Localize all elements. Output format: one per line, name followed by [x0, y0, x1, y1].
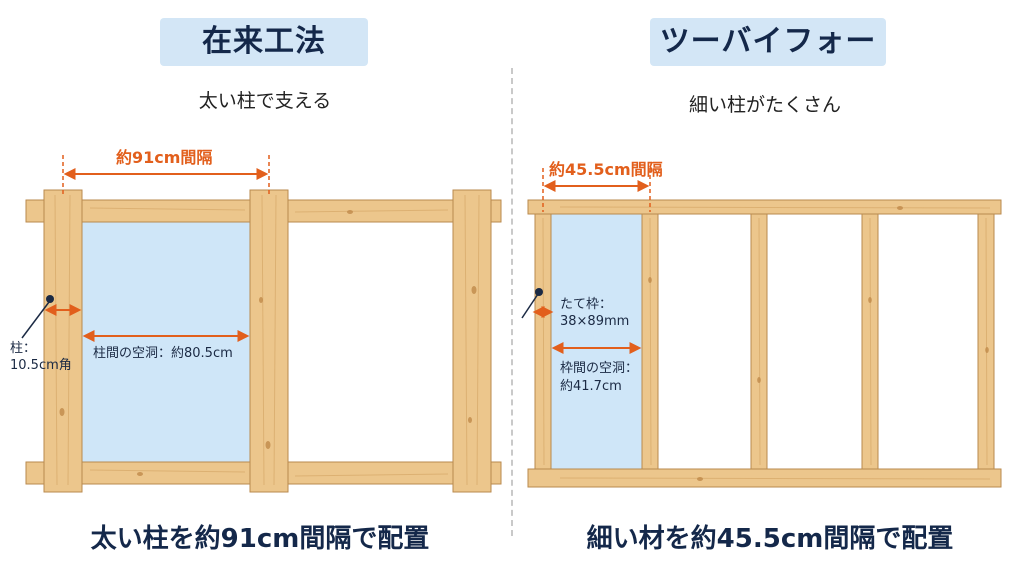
left-spacing-label: 約91cm間隔	[116, 148, 213, 167]
right-stud-label-2: 38×89mm	[560, 314, 630, 329]
right-caption: 細い材を約45.5cm間隔で配置	[586, 524, 954, 554]
left-post-1	[43, 189, 83, 493]
left-cavity	[82, 222, 250, 462]
left-caption: 太い柱を約91cm間隔で配置	[90, 524, 430, 554]
right-cavity	[551, 214, 642, 469]
right-subtitle: 細い柱がたくさん	[688, 94, 841, 116]
left-post-3	[452, 189, 492, 493]
right-gap-label-1: 枠間の空洞：	[560, 361, 639, 376]
left-frame	[21, 155, 502, 493]
right-title: ツーバイフォー	[650, 18, 886, 66]
left-gap-label: 柱間の空洞：約80.5cm	[93, 346, 233, 361]
left-title: 在来工法	[160, 18, 368, 66]
left-post-label-1: 柱：	[10, 341, 37, 356]
right-frame	[521, 168, 1002, 488]
right-spacing-label: 約45.5cm間隔	[549, 160, 663, 179]
right-gap-label-2: 約41.7cm	[560, 379, 622, 394]
right-stud-label-1: たて枠：	[560, 297, 613, 312]
left-post-label-2: 10.5cm角	[10, 358, 72, 373]
panel-divider	[511, 68, 513, 536]
left-subtitle: 太い柱で支える	[198, 90, 332, 112]
